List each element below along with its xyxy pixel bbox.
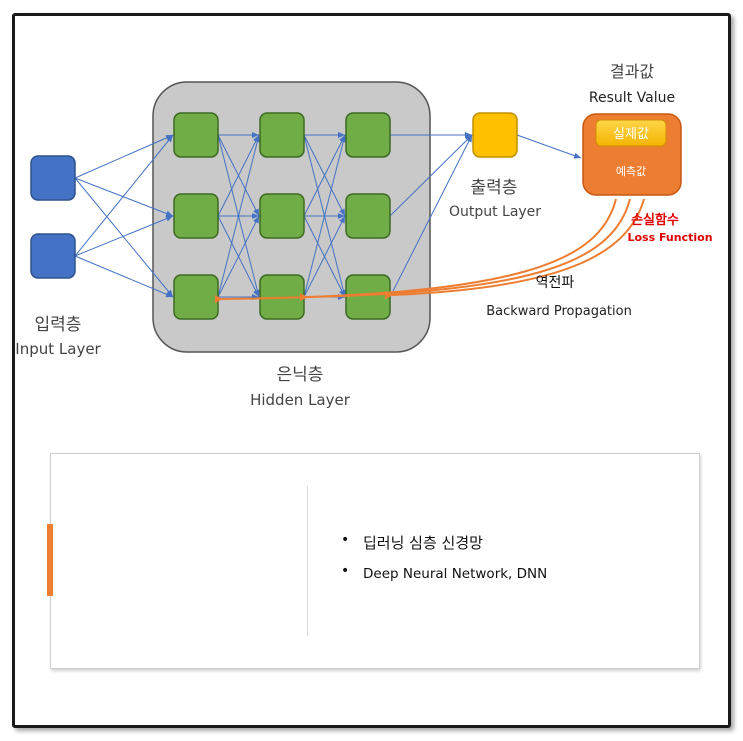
hidden-layer-label-ko: 은닉층 [277, 365, 324, 385]
actual-value-label: 실제값 [613, 127, 649, 142]
network-edge [217, 134, 260, 217]
input-node [30, 233, 76, 279]
hidden-layer-label-en: Hidden Layer [250, 391, 351, 409]
hidden-node [173, 193, 219, 239]
network-edge [217, 134, 261, 298]
hidden-node [345, 112, 391, 158]
card-bullet-item: 딥러닝 심층 신경망 [341, 532, 547, 553]
result-label-ko: 결과값 [610, 62, 654, 81]
network-edge [303, 215, 346, 298]
hidden-node [259, 112, 305, 158]
result-label-en: Result Value [589, 90, 675, 106]
network-edge [74, 177, 174, 217]
network-edge [217, 215, 260, 298]
network-edge [303, 134, 347, 298]
network-edge [303, 134, 346, 217]
output-layer-label-ko: 출력층 [471, 178, 518, 198]
hidden-node [259, 193, 305, 239]
result-value-box: 실제값 예측값 [582, 113, 682, 196]
card-bullet-list: 딥러닝 심층 신경망 Deep Neural Network, DNN [341, 532, 547, 592]
network-edge [74, 255, 174, 298]
connection-edges [74, 132, 582, 300]
network-edge [389, 134, 473, 217]
network-edge [74, 134, 174, 257]
network-edge [74, 134, 174, 179]
backprop-arrows [214, 198, 645, 304]
loss-function-label-ko: 손실함수 [631, 212, 679, 228]
predicted-value-label: 예측값 [616, 165, 646, 178]
card-accent-bar [47, 524, 53, 596]
input-layer-label-en: Input Layer [15, 340, 101, 358]
card-bullet-text: Deep Neural Network, DNN [363, 566, 548, 582]
hidden-node [345, 193, 391, 239]
backprop-arrow-3 [384, 198, 645, 300]
network-edge [389, 134, 473, 298]
card-bullet-item: Deep Neural Network, DNN [341, 563, 547, 582]
hidden-node [173, 112, 219, 158]
backprop-label-en: Backward Propagation [486, 304, 632, 319]
backprop-label-ko: 역전파 [536, 275, 575, 291]
output-node [472, 112, 518, 158]
network-edge [516, 134, 582, 159]
network-nodes [30, 112, 518, 320]
hidden-node [173, 274, 219, 320]
card-bullet-text: 딥러닝 심층 신경망 [363, 534, 483, 552]
actual-value-box [595, 119, 667, 147]
loss-function-label-en: Loss Function [627, 231, 712, 244]
card-divider [307, 486, 308, 636]
network-edge [74, 177, 174, 298]
input-node [30, 155, 76, 201]
hidden-node [345, 274, 391, 320]
network-edge [74, 215, 174, 257]
summary-card: 딥러닝 심층 신경망 Deep Neural Network, DNN [47, 453, 700, 669]
input-layer-label-ko: 입력층 [35, 315, 82, 335]
output-layer-label-en: Output Layer [449, 204, 541, 220]
